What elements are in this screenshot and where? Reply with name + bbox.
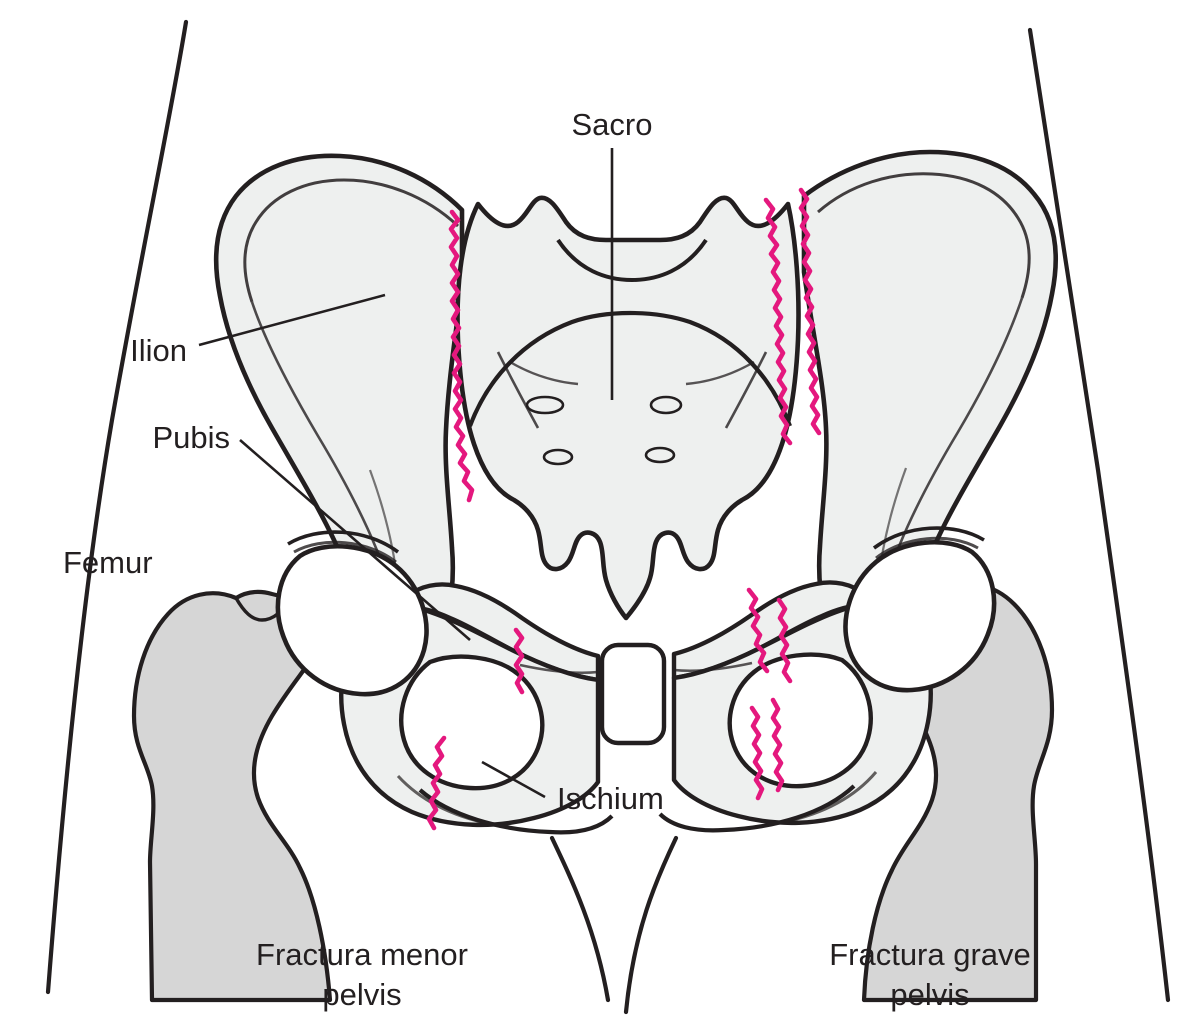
label-femur: Femur xyxy=(63,545,153,580)
body-silhouette-group xyxy=(45,19,1171,1015)
label-ilion: Ilion xyxy=(130,333,187,368)
sacrum xyxy=(455,195,801,621)
fracture-right-inferior-ramus-inner xyxy=(749,705,765,801)
pelvis-bone-group xyxy=(213,149,1059,835)
sacral-promontory-arc xyxy=(556,238,708,283)
captions-group: Fractura menor pelvis Fractura grave pel… xyxy=(256,937,1031,1012)
sacral-body-arc-right xyxy=(685,360,755,386)
left-iliac-crest-inner-line xyxy=(243,178,460,303)
inferior-pubic-ramus-right-arc xyxy=(658,784,856,833)
right-iliac-crest-inner-line xyxy=(817,172,1031,299)
body-outline-right xyxy=(1027,27,1171,1003)
caption-right-line1: Fractura grave xyxy=(829,937,1031,972)
caption-left-line2: pelvis xyxy=(322,977,401,1012)
sacral-foramen-upper-right xyxy=(649,395,683,415)
right-acetabulum-rim-line xyxy=(875,536,979,560)
right-superior-ramus-crest-line xyxy=(673,661,753,673)
left-ischial-tuberosity-edge xyxy=(396,774,491,826)
fracture-right-pubic-ramus-outer xyxy=(776,597,793,684)
fracture-right-inferior-ramus-outer xyxy=(770,697,785,793)
inner-thigh-contour-right xyxy=(623,835,679,1015)
label-sacro: Sacro xyxy=(572,107,653,142)
sacral-wing-line-right xyxy=(724,351,768,429)
body-outline-left xyxy=(45,19,189,995)
right-ischial-tuberosity-edge xyxy=(783,771,878,824)
label-ischium: Ischium xyxy=(557,781,664,816)
ischium-leader-line xyxy=(481,760,546,799)
sacral-body-arc-left xyxy=(509,360,579,386)
sacral-wing-line-left xyxy=(496,351,540,429)
fracture-left-sacroiliac xyxy=(448,209,475,503)
leader-lines-group xyxy=(198,148,614,799)
left-hip-joint-space-line xyxy=(287,530,400,554)
sacral-foramen-upper-left xyxy=(525,395,565,415)
labels-group: Sacro Ilion Pubis Femur Ischium xyxy=(63,107,664,816)
fracture-left-superior-pubic-ramus xyxy=(513,627,525,695)
ilion-leader-line xyxy=(198,293,386,347)
left-superior-ramus-crest-line xyxy=(519,663,599,675)
left-acetabulum-rim-line xyxy=(293,540,397,564)
label-pubis: Pubis xyxy=(152,420,230,455)
fracture-right-pubic-ramus-inner xyxy=(746,587,770,674)
right-acetabulum xyxy=(843,540,997,693)
sacral-foramen-lower-left xyxy=(542,448,574,466)
sacral-foramen-lower-right xyxy=(644,446,676,464)
fracture-right-sacroiliac-outer xyxy=(798,187,822,436)
right-obturator-foramen xyxy=(727,652,873,789)
pubic-symphysis xyxy=(599,642,667,746)
left-acetabulum xyxy=(275,544,429,697)
inferior-pubic-ramus-left-arc xyxy=(418,788,614,835)
inner-thigh-contour-left xyxy=(549,835,611,1003)
fracture-right-sacroiliac-inner xyxy=(763,197,793,446)
right-hip-joint-space-line xyxy=(872,526,985,550)
caption-left-line1: Fractura menor xyxy=(256,937,468,972)
caption-right-line2: pelvis xyxy=(890,977,969,1012)
fracture-lines-group xyxy=(426,187,822,831)
fracture-left-inferior-ramus-ischium xyxy=(426,735,447,831)
pubis-leader-line xyxy=(239,439,471,641)
